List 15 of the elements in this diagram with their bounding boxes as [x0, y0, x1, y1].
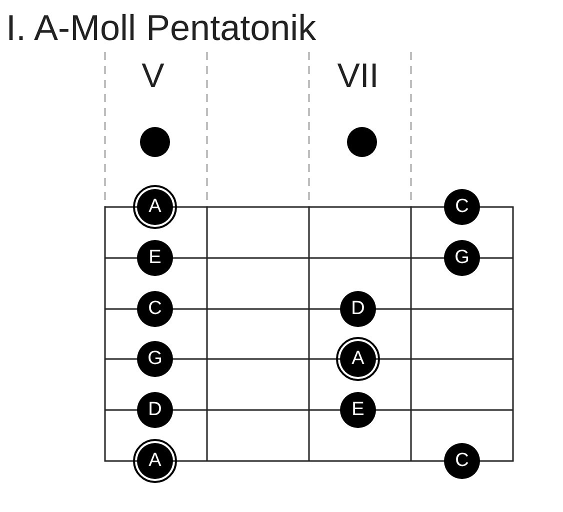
diagram-title: I. A-Moll Pentatonik [6, 8, 316, 48]
root-note-marker: A [133, 185, 177, 229]
note-marker: G [137, 341, 173, 377]
fret-number: VII [337, 58, 379, 94]
note-marker: E [137, 240, 173, 276]
note-marker: C [444, 443, 480, 479]
note-marker: D [340, 291, 376, 327]
fret-number: V [142, 58, 164, 94]
note-marker: D [137, 392, 173, 428]
note-marker: G [444, 240, 480, 276]
root-note-marker: A [336, 337, 380, 381]
note-marker: C [137, 291, 173, 327]
note-marker: E [340, 392, 376, 428]
root-note-marker: A [133, 439, 177, 483]
note-marker: C [444, 189, 480, 225]
